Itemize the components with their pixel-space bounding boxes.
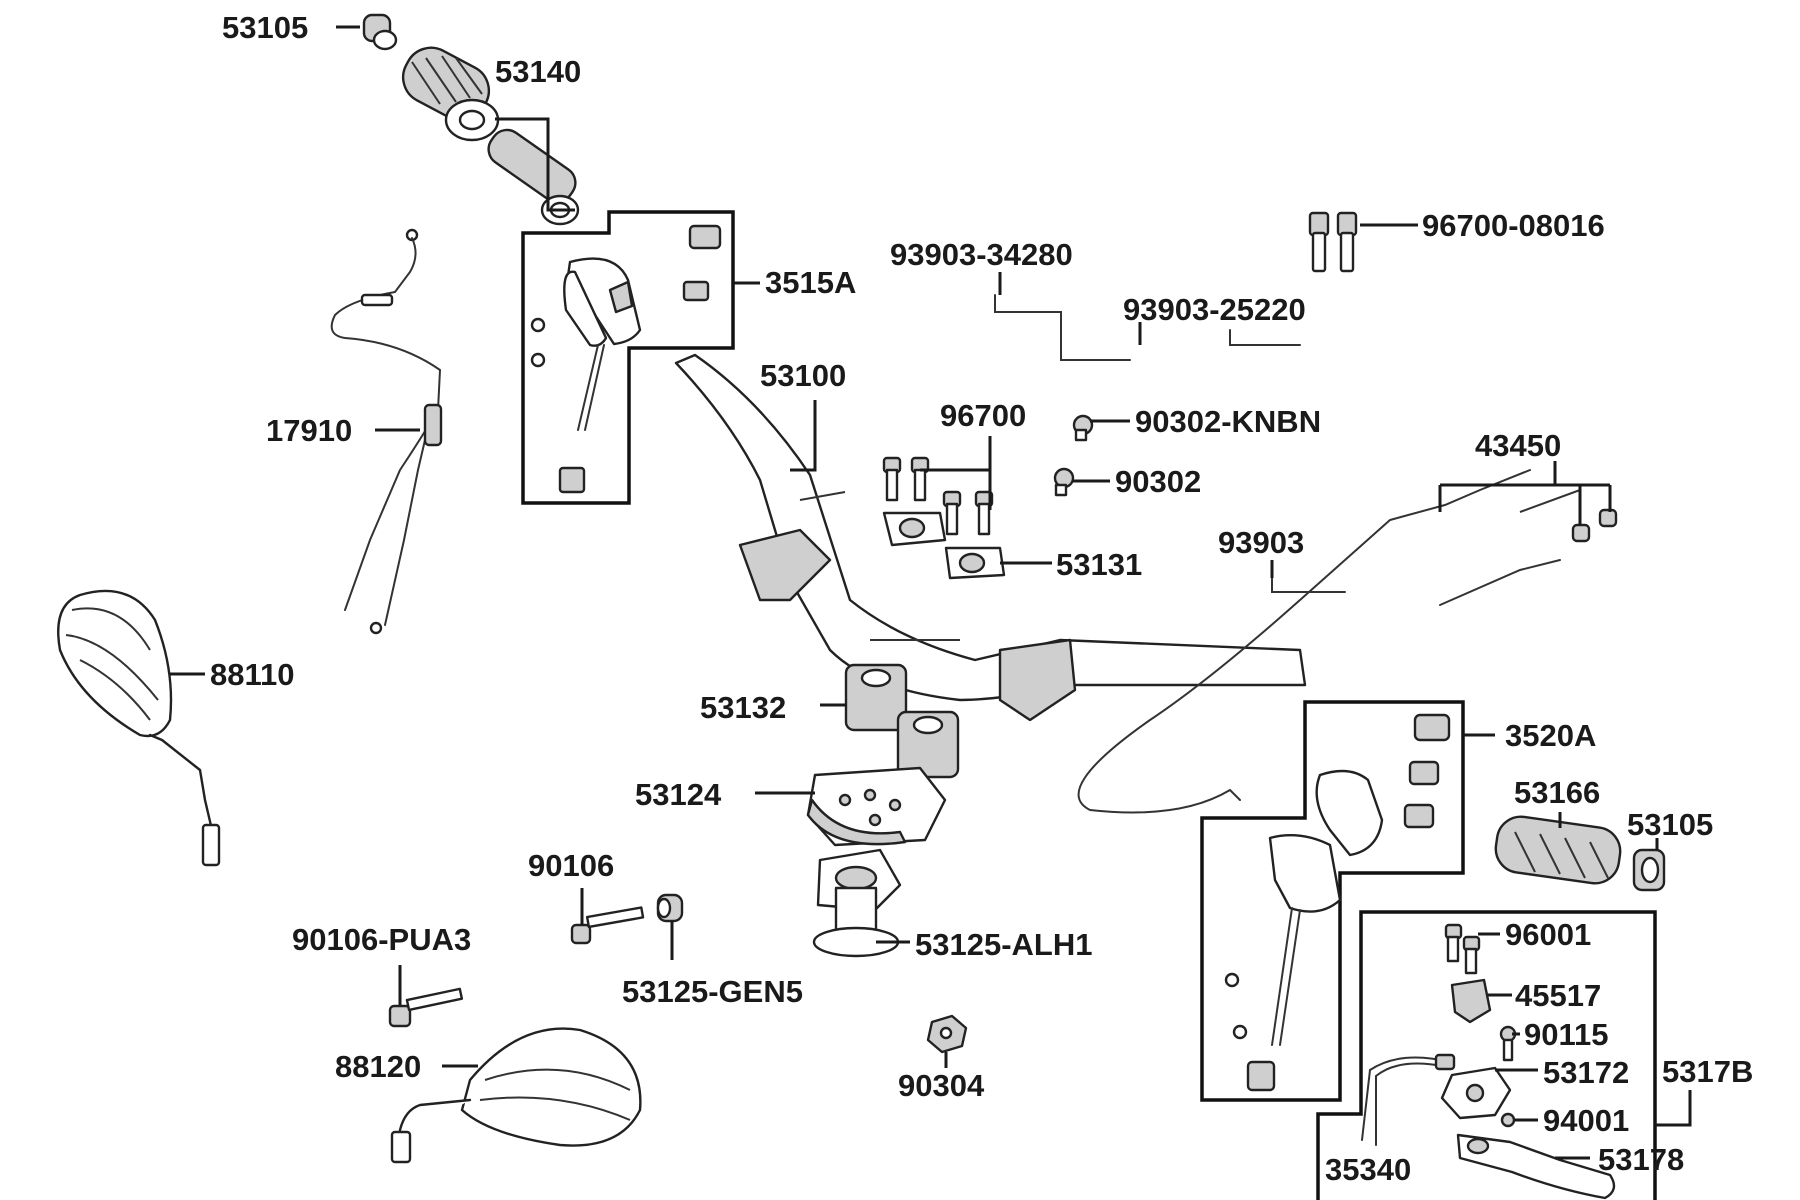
plate-53124 — [806, 766, 947, 847]
group-box-5317B — [1316, 910, 1657, 1200]
callout-53105-top[interactable]: 53105 — [222, 10, 308, 45]
switch-assembly-right — [1224, 713, 1451, 1092]
switch-assembly-left — [530, 224, 722, 494]
callout-17910[interactable]: 17910 — [266, 413, 352, 448]
nut-90304 — [926, 1014, 968, 1054]
callout-93903[interactable]: 93903 — [1218, 525, 1304, 560]
callout-90106[interactable]: 90106 — [528, 848, 614, 883]
group-box-3515A — [521, 210, 735, 505]
callout-35340[interactable]: 35340 — [1325, 1152, 1411, 1187]
nut-90302-KNBN — [1072, 414, 1094, 442]
callout-53166[interactable]: 53166 — [1514, 775, 1600, 810]
callout-96700-08016[interactable]: 96700-08016 — [1422, 208, 1605, 243]
callout-53132[interactable]: 53132 — [700, 690, 786, 725]
callout-53105-right[interactable]: 53105 — [1627, 807, 1713, 842]
callout-94001[interactable]: 94001 — [1543, 1103, 1629, 1138]
lower-holder-53132 — [844, 663, 960, 779]
bolts-96001 — [1444, 923, 1481, 975]
handlebar — [674, 353, 1307, 722]
callout-96001[interactable]: 96001 — [1505, 917, 1591, 952]
callout-93903-25220[interactable]: 93903-25220 — [1123, 292, 1306, 327]
callout-3520A[interactable]: 3520A — [1505, 718, 1596, 753]
callout-3515A[interactable]: 3515A — [765, 265, 856, 300]
callout-43450[interactable]: 43450 — [1475, 428, 1561, 463]
callout-53125-GEN5[interactable]: 53125-GEN5 — [622, 974, 803, 1009]
callout-90302-KNBN[interactable]: 90302-KNBN — [1135, 404, 1321, 439]
bolt-90106-PUA3 — [388, 987, 464, 1028]
lever-bracket-53172 — [1440, 1066, 1512, 1120]
callout-53100[interactable]: 53100 — [760, 358, 846, 393]
bolt-90106 — [570, 906, 645, 945]
grip-left — [401, 46, 500, 142]
bar-end-weight-right — [1632, 848, 1666, 892]
bolt-93903-25220 — [1229, 329, 1301, 346]
bolts-96700-08016 — [1308, 211, 1358, 273]
leader-lines — [170, 25, 1692, 1160]
throttle-cable — [330, 228, 443, 635]
callout-88110[interactable]: 88110 — [210, 657, 295, 692]
nut-90302 — [1053, 467, 1075, 497]
mount-53125-ALH1 — [812, 848, 902, 958]
mirror-left — [57, 589, 221, 867]
callout-90302[interactable]: 90302 — [1115, 464, 1201, 499]
callout-90304[interactable]: 90304 — [898, 1068, 985, 1103]
callout-53178[interactable]: 53178 — [1598, 1142, 1684, 1177]
callout-90106-PUA3[interactable]: 90106-PUA3 — [292, 922, 471, 957]
screw-90115 — [1499, 1025, 1517, 1062]
callout-93903-34280[interactable]: 93903-34280 — [890, 237, 1073, 272]
callout-45517[interactable]: 45517 — [1515, 978, 1601, 1013]
callout-53125-ALH1[interactable]: 53125-ALH1 — [915, 927, 1092, 962]
callout-90115[interactable]: 90115 — [1524, 1017, 1609, 1052]
bolt-93903 — [1271, 577, 1346, 593]
brake-switch-35340 — [1361, 1053, 1456, 1146]
brake-cable — [1077, 469, 1618, 814]
callout-96700[interactable]: 96700 — [940, 398, 1026, 433]
nut-94001 — [1500, 1112, 1516, 1128]
bar-end-weight-left — [362, 13, 398, 51]
callout-53140[interactable]: 53140 — [495, 54, 581, 89]
mirror-right — [390, 1027, 642, 1164]
callout-88120[interactable]: 88120 — [335, 1049, 421, 1084]
callout-53172[interactable]: 53172 — [1543, 1055, 1629, 1090]
bolt-93903-34280 — [994, 294, 1131, 361]
callout-53124[interactable]: 53124 — [635, 777, 722, 812]
callout-53131[interactable]: 53131 — [1056, 547, 1142, 582]
group-box-3520A — [1200, 700, 1465, 1102]
clamp-45517 — [1450, 978, 1492, 1024]
upper-holder-53131 — [882, 511, 1006, 580]
callout-5317B[interactable]: 5317B — [1662, 1054, 1753, 1089]
grip-right — [1494, 815, 1622, 885]
collar-53125-GEN5 — [656, 893, 684, 923]
brake-lever-53178 — [1456, 1133, 1616, 1200]
